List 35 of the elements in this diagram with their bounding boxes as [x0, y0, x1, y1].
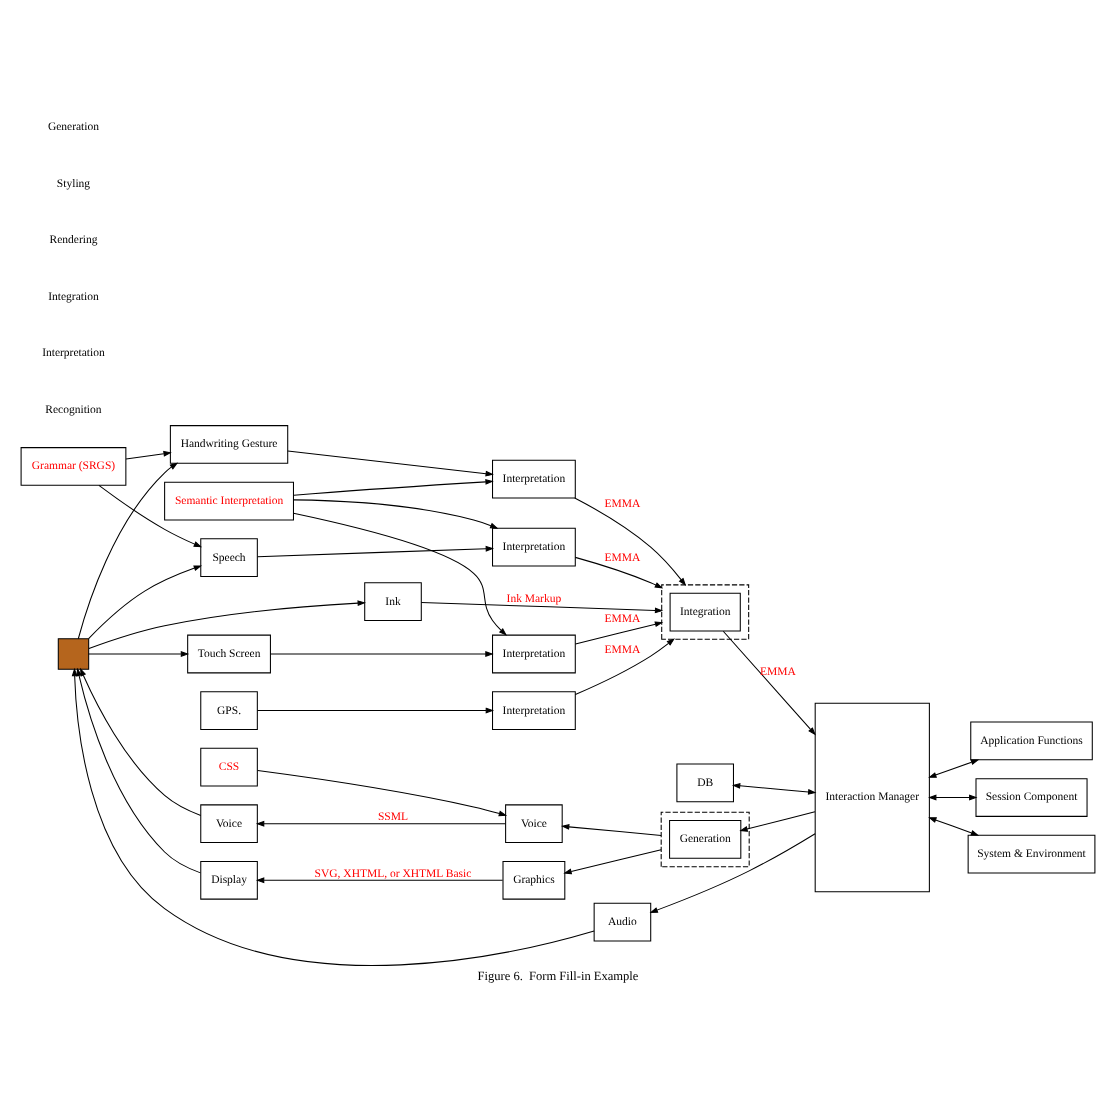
arrow — [928, 816, 980, 835]
node-person — [57, 637, 90, 669]
arrow — [420, 601, 664, 613]
arrow — [270, 650, 494, 656]
arrow — [574, 620, 664, 644]
arrow — [71, 666, 595, 965]
arrow — [287, 449, 494, 476]
arrow — [255, 819, 506, 826]
arrow — [257, 769, 508, 816]
arrow — [293, 511, 508, 635]
arrow — [256, 706, 495, 713]
arrow — [76, 666, 201, 873]
arrow — [77, 461, 179, 639]
cluster — [661, 583, 750, 639]
arrow — [928, 793, 978, 800]
arrow — [574, 637, 675, 695]
arrow — [98, 483, 203, 547]
arrow — [739, 810, 816, 831]
arrow — [563, 848, 662, 874]
arrow — [560, 822, 662, 835]
arrow — [649, 832, 816, 912]
arrow — [256, 544, 495, 557]
arrow — [88, 564, 203, 639]
arrow — [293, 477, 494, 495]
arrow — [88, 650, 190, 656]
arrow — [722, 629, 816, 735]
arrow — [574, 496, 687, 586]
arrow — [255, 876, 504, 883]
arrow — [928, 758, 980, 777]
arrow — [80, 666, 202, 816]
arrow — [125, 449, 172, 459]
arrow — [293, 498, 499, 528]
arrow — [88, 599, 366, 648]
arrow — [731, 781, 817, 794]
arrow — [574, 555, 664, 588]
